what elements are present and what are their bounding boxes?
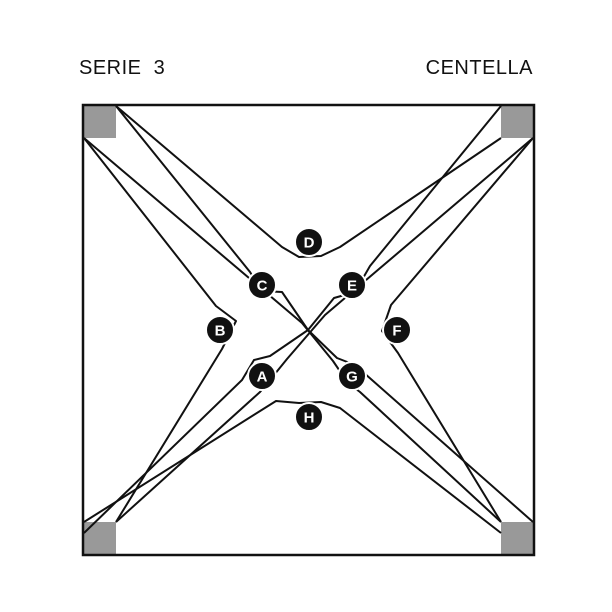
- badge-b: B: [205, 315, 235, 345]
- badge-label: A: [257, 369, 268, 386]
- corner-pads: [84, 106, 533, 554]
- line-group: [83, 105, 534, 534]
- badge-circle: [247, 361, 277, 391]
- series-label: SERIE 3: [79, 57, 166, 79]
- badge-d: D: [294, 227, 324, 257]
- badge-e: E: [337, 270, 367, 300]
- badge-circle: [205, 315, 235, 345]
- corner-pad-top-left: [84, 106, 116, 138]
- badge-f: F: [382, 315, 412, 345]
- badge-group: A B C D E F G H: [205, 227, 412, 432]
- badge-circle: [294, 402, 324, 432]
- badge-circle: [337, 361, 367, 391]
- badge-h: H: [294, 402, 324, 432]
- outer-frame: [81, 103, 536, 557]
- badge-circle: [247, 270, 277, 300]
- badge-g: G: [337, 361, 367, 391]
- badge-label: G: [346, 369, 358, 386]
- line-bottom-right-to-g: [307, 329, 534, 523]
- badge-label: B: [215, 323, 226, 340]
- badge-circle: [382, 315, 412, 345]
- corner-pad-top-right: [501, 106, 533, 138]
- corner-pad-bottom-right: [501, 522, 533, 554]
- badge-circle: [337, 270, 367, 300]
- line-top-right-to-f: [381, 137, 534, 523]
- badge-circle: [294, 227, 324, 257]
- badge-label: C: [257, 278, 268, 295]
- line-bottom-left-to-a: [83, 329, 309, 534]
- line-top-left-to-c: [115, 105, 309, 331]
- corner-pad-bottom-left: [84, 522, 116, 554]
- line-top-left-to-b: [83, 137, 237, 523]
- badge-label: E: [347, 278, 357, 295]
- badge-c: C: [247, 270, 277, 300]
- line-top-left-to-g: [83, 137, 502, 523]
- badge-label: D: [304, 235, 315, 252]
- badge-label: H: [304, 410, 315, 427]
- product-name: CENTELLA: [425, 57, 533, 79]
- badge-a: A: [247, 361, 277, 391]
- line-top-right-to-e: [307, 105, 502, 331]
- badge-label: F: [392, 323, 401, 340]
- line-top-right-to-a: [115, 137, 534, 523]
